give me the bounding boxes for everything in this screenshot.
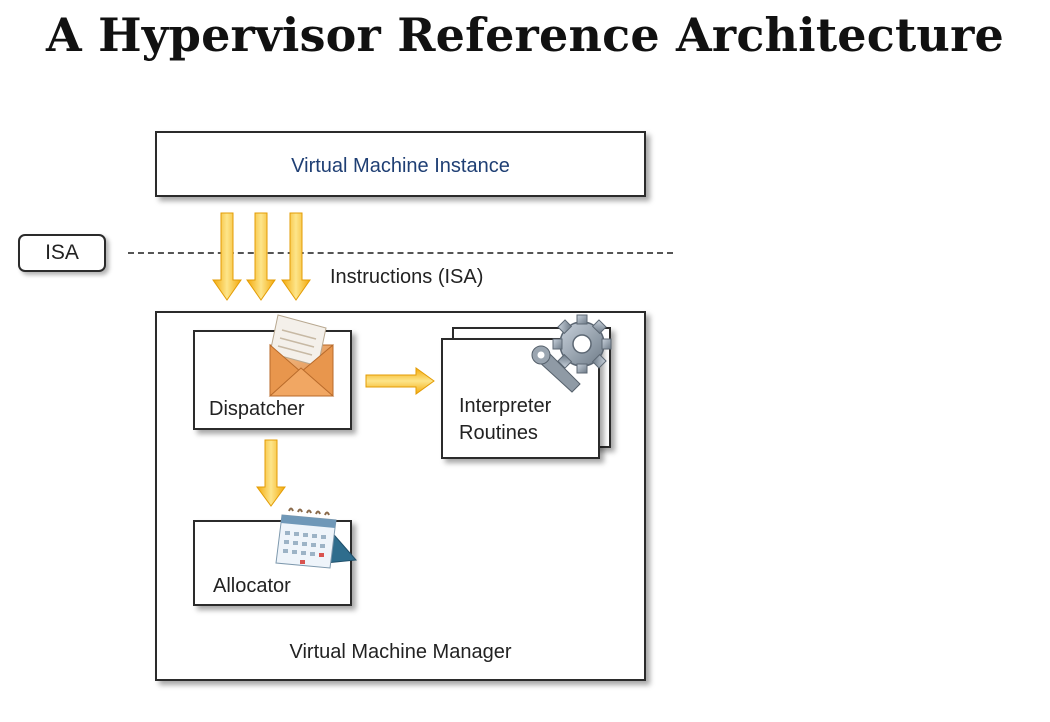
vm-instance-box: Virtual Machine Instance — [155, 131, 646, 197]
instruction-arrow-2 — [246, 212, 276, 301]
isa-boundary-line — [128, 252, 673, 254]
dispatcher-to-allocator-arrow — [256, 439, 286, 507]
page-title: A Hypervisor Reference Architecture — [46, 8, 1004, 62]
allocator-label: Allocator — [213, 575, 291, 597]
vmm-label: Virtual Machine Manager — [289, 641, 512, 663]
instruction-arrow-3 — [281, 212, 311, 301]
interpreter-label-line2: Routines — [459, 422, 538, 444]
calendar-icon — [275, 507, 358, 569]
dispatcher-to-interpreter-arrow — [365, 367, 435, 395]
envelope-icon — [268, 314, 335, 397]
instructions-label: Instructions (ISA) — [330, 266, 484, 288]
instruction-arrow-1 — [212, 212, 242, 301]
dispatcher-label: Dispatcher — [209, 398, 305, 420]
interpreter-label-line1: Interpreter — [459, 395, 552, 417]
vm-instance-label: Virtual Machine Instance — [291, 155, 510, 177]
isa-label-box: ISA — [18, 234, 106, 272]
gear-wrench-icon — [531, 314, 612, 393]
